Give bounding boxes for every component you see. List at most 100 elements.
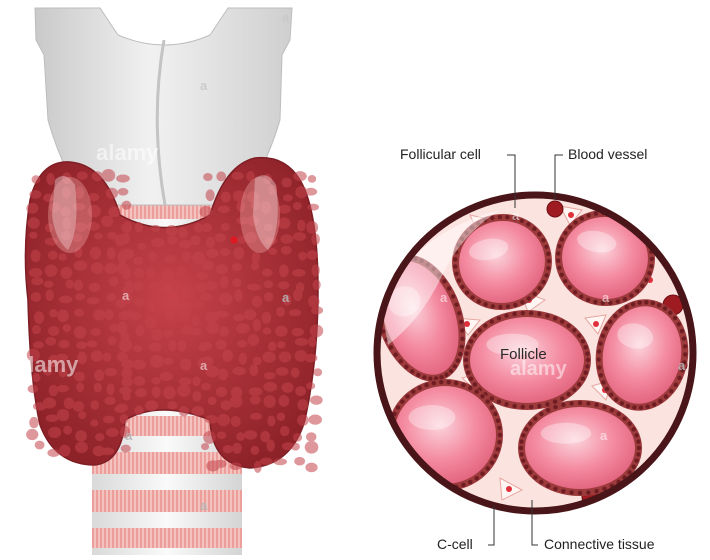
lobe-cell bbox=[201, 443, 209, 450]
lobe-cell bbox=[132, 360, 146, 370]
lobe-cell bbox=[308, 295, 319, 308]
lobe-cell bbox=[289, 309, 301, 316]
follicular-cell bbox=[569, 490, 573, 494]
lobe-cell bbox=[297, 399, 308, 410]
lobe-cell bbox=[208, 397, 217, 405]
lobe-cell bbox=[133, 345, 142, 352]
follicular-cell bbox=[627, 421, 631, 425]
follicle-highlight bbox=[409, 405, 456, 430]
lobe-cell bbox=[278, 205, 291, 214]
lobe-cell bbox=[220, 248, 231, 256]
lobe-cell bbox=[250, 395, 261, 404]
lobe-cell bbox=[232, 172, 244, 180]
label-follicular-cell: Follicular cell bbox=[400, 146, 481, 162]
lobe-cell bbox=[121, 201, 131, 210]
follicular-cell bbox=[546, 484, 550, 488]
lobe-cell bbox=[264, 372, 276, 379]
follicular-cell bbox=[497, 426, 501, 430]
lobe-cell bbox=[93, 309, 106, 320]
watermark-logo: alamy bbox=[96, 140, 158, 166]
lobe-cell bbox=[134, 281, 144, 291]
follicular-cell bbox=[586, 490, 590, 494]
lobe-cell bbox=[191, 328, 202, 336]
lobe-cell bbox=[117, 251, 127, 263]
lobe-cell bbox=[179, 406, 189, 417]
lobe-cell bbox=[311, 306, 323, 314]
follicular-cell bbox=[379, 273, 385, 279]
lobe-cell bbox=[222, 350, 233, 362]
watermark-mark: a bbox=[282, 290, 289, 305]
follicular-cell bbox=[498, 433, 502, 437]
follicular-cell bbox=[569, 401, 573, 405]
follicular-cell bbox=[392, 454, 396, 458]
lobe-cell bbox=[196, 272, 209, 280]
follicular-cell bbox=[480, 394, 484, 398]
lobe-cell bbox=[136, 325, 145, 336]
follicular-cell bbox=[464, 351, 468, 355]
lobe-cell bbox=[135, 222, 143, 233]
watermark-mark: a bbox=[125, 428, 132, 443]
lobe-cell bbox=[220, 326, 230, 337]
lobe-cell bbox=[232, 367, 245, 375]
lobe-cell bbox=[230, 462, 242, 470]
lobe-cell bbox=[48, 251, 58, 260]
lobe-cell bbox=[34, 311, 44, 324]
lobe-cell bbox=[91, 262, 104, 274]
follicular-cell bbox=[396, 460, 400, 464]
follicular-cell bbox=[490, 396, 494, 400]
lobe-cell bbox=[305, 441, 319, 454]
lobe-cell bbox=[281, 246, 292, 255]
lobe-cell bbox=[134, 298, 145, 307]
lobe-cell bbox=[58, 253, 66, 260]
follicular-cell bbox=[539, 480, 543, 484]
lobe-cell bbox=[109, 277, 119, 287]
watermark-logo: alamy bbox=[510, 358, 567, 381]
follicular-cell bbox=[622, 416, 626, 420]
lobe-cell bbox=[178, 227, 188, 238]
follicular-cell bbox=[400, 399, 404, 403]
lobe-cell bbox=[150, 355, 164, 368]
lobe-cell bbox=[63, 324, 72, 332]
lobe-cell bbox=[118, 188, 129, 196]
lobe-cell bbox=[199, 344, 207, 351]
follicular-cell bbox=[473, 333, 477, 337]
lobe-cell bbox=[90, 400, 99, 410]
lobe-cell bbox=[263, 382, 277, 392]
follicular-cell bbox=[533, 416, 537, 420]
lobe-cell bbox=[95, 433, 104, 441]
lobe-cell bbox=[121, 359, 134, 368]
lobe-cell bbox=[249, 387, 263, 395]
lobe-cell bbox=[221, 223, 230, 231]
follicular-cell bbox=[545, 402, 549, 406]
lobe-cell bbox=[48, 427, 61, 438]
lobe-cell bbox=[264, 292, 273, 302]
lobe-cell bbox=[205, 366, 219, 378]
lobe-cell bbox=[86, 297, 99, 304]
follicular-cell bbox=[521, 433, 525, 437]
lobe-cell bbox=[94, 383, 102, 393]
follicular-cell bbox=[417, 386, 421, 390]
lobe-cell bbox=[280, 234, 293, 244]
lobe-cell bbox=[207, 322, 219, 334]
follicular-cell bbox=[464, 364, 468, 368]
lobe-cell bbox=[313, 279, 321, 290]
lobe-cell bbox=[122, 266, 131, 279]
follicle-colloid bbox=[525, 407, 635, 489]
lobe-cell bbox=[77, 352, 87, 365]
lobe-cell bbox=[236, 432, 245, 441]
lobe-cell bbox=[49, 309, 58, 317]
lobe-cell bbox=[220, 276, 229, 288]
lobe-cell bbox=[295, 350, 308, 362]
lobe-cell bbox=[64, 397, 74, 409]
lobe-cell bbox=[201, 383, 211, 390]
watermark-mark: a bbox=[200, 498, 207, 513]
lobe-cell bbox=[191, 406, 204, 416]
lobe-cell bbox=[310, 325, 324, 338]
follicular-cell bbox=[561, 403, 565, 407]
lobe-cell bbox=[133, 257, 143, 265]
lobe-cell bbox=[133, 376, 145, 386]
lobe-cell bbox=[120, 332, 129, 343]
lobe-cell bbox=[179, 377, 192, 385]
lobe-cell bbox=[244, 430, 257, 440]
